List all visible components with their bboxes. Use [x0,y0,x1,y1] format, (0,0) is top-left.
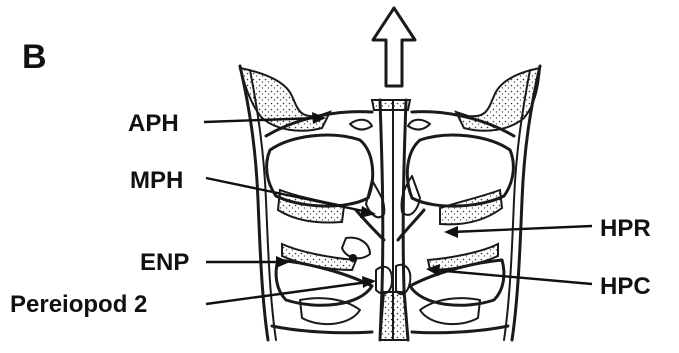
label-mph: MPH [130,167,183,194]
marker-dot [349,254,357,262]
label-hpr: HPR [600,215,651,242]
label-aph: APH [128,110,179,137]
up-arrow-icon [373,8,415,86]
panel-label: B [22,38,47,76]
right-stippled-region [456,68,540,131]
label-hpc: HPC [600,273,651,300]
label-enp: ENP [140,249,189,276]
label-pereiopod: Pereiopod 2 [10,291,147,318]
thorax-structure [240,66,540,340]
